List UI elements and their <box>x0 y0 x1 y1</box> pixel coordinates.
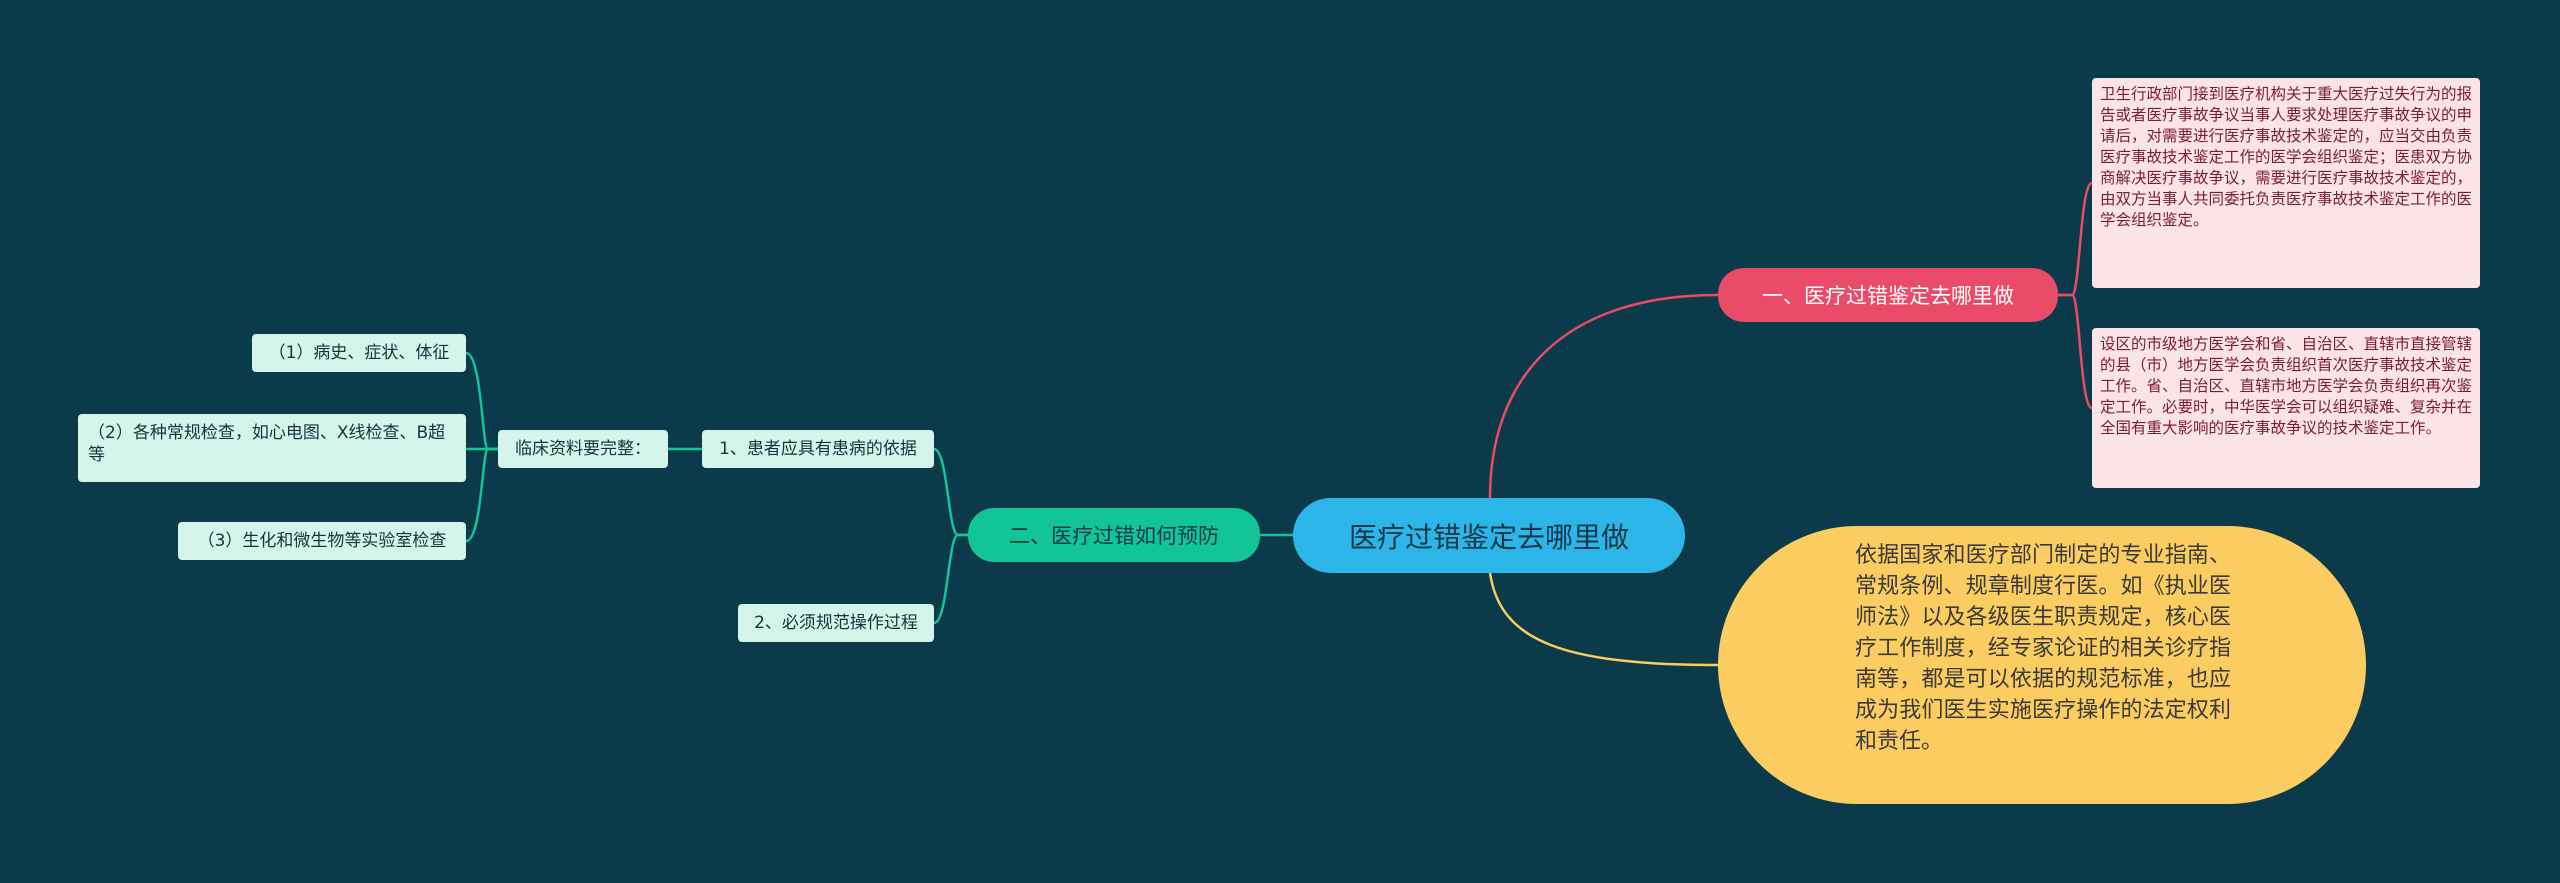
clinical-data-subtopic[interactable]: 临床资料要完整： <box>498 430 668 468</box>
clinical-data-subtopic-text: 临床资料要完整： <box>515 439 651 459</box>
branch1-topic[interactable]: 一、医疗过错鉴定去哪里做 <box>1718 268 2058 322</box>
link-branch2-item1 <box>933 447 968 537</box>
branch3-topic[interactable]: 依据国家和医疗部门制定的专业指南、常规条例、规章制度行医。如《执业医师法》以及各… <box>1718 526 2366 804</box>
branch1-note-1-text: 卫生行政部门接到医疗机构关于重大医疗过失行为的报告或者医疗事故争议当事人要求处理… <box>2100 85 2473 229</box>
branch2-label: 二、医疗过错如何预防 <box>1009 524 1219 548</box>
link-root-branch1 <box>1488 293 1719 499</box>
clinical-leaf-1[interactable]: （1）病史、症状、体征 <box>252 334 466 372</box>
branch2-item-2-text: 2、必须规范操作过程 <box>754 613 918 633</box>
link-branch1-note1 <box>2058 181 2094 297</box>
link-sub-leaf3 <box>465 447 498 543</box>
clinical-leaf-1-text: （1）病史、症状、体征 <box>268 343 450 363</box>
branch1-label: 一、医疗过错鉴定去哪里做 <box>1762 284 2014 308</box>
branch2-item-1[interactable]: 1、患者应具有患病的依据 <box>702 430 934 468</box>
root-topic[interactable]: 医疗过错鉴定去哪里做 <box>1293 498 1685 573</box>
link-sub-leaf1 <box>465 351 498 451</box>
link-root-branch3 <box>1488 572 1719 667</box>
root-topic-label: 医疗过错鉴定去哪里做 <box>1348 520 1629 554</box>
branch1-note-2-text: 设区的市级地方医学会和省、自治区、直辖市直接管辖的县（市）地方医学会负责组织首次… <box>2100 335 2473 437</box>
clinical-leaf-2-text: （2）各种常规检查，如心电图、X线检查、B超等 <box>88 423 446 465</box>
link-branch2-item2 <box>933 533 968 625</box>
branch1-note-1[interactable]: 卫生行政部门接到医疗机构关于重大医疗过失行为的报告或者医疗事故争议当事人要求处理… <box>2092 78 2480 288</box>
clinical-leaf-2[interactable]: （2）各种常规检查，如心电图、X线检查、B超等 <box>78 414 466 482</box>
branch3-text: 依据国家和医疗部门制定的专业指南、常规条例、规章制度行医。如《执业医师法》以及各… <box>1855 543 2231 754</box>
link-branch1-note2 <box>2058 293 2094 410</box>
branch2-item-1-text: 1、患者应具有患病的依据 <box>719 439 917 459</box>
clinical-leaf-3[interactable]: （3）生化和微生物等实验室检查 <box>178 522 466 560</box>
branch2-item-2[interactable]: 2、必须规范操作过程 <box>738 604 934 642</box>
branch2-topic[interactable]: 二、医疗过错如何预防 <box>968 508 1260 562</box>
clinical-leaf-3-text: （3）生化和微生物等实验室检查 <box>197 531 447 551</box>
branch1-note-2[interactable]: 设区的市级地方医学会和省、自治区、直辖市直接管辖的县（市）地方医学会负责组织首次… <box>2092 328 2480 488</box>
